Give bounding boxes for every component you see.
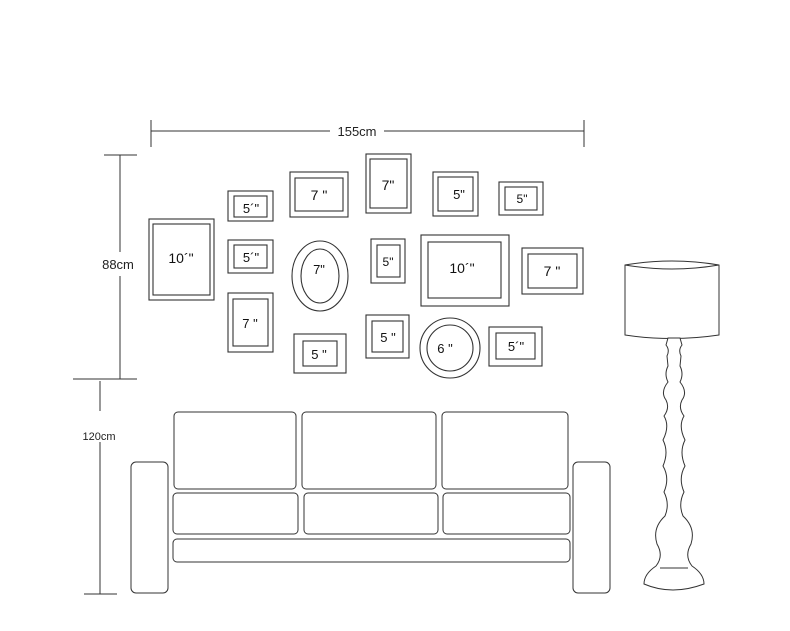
frame-label: 5 " [311,347,327,362]
frame-10in-center: 10´" [420,234,510,307]
frame-label: 7" [313,262,325,277]
frame-10in-left: 10´" [148,218,215,301]
width-dimension: 155cm [150,120,585,147]
sofa-back-cushion [441,411,569,490]
frame-5in-b: 5´" [227,239,274,274]
frame-7in-d: 7 " [521,247,584,295]
sofa-back-cushion [301,411,437,490]
lamp-stand [643,337,705,591]
frame-label: 7" [382,177,395,193]
frame-label: 5" [517,192,528,206]
floor-dimension: 120cm [82,381,117,595]
frame-label: 5" [383,255,394,269]
frame-label: 5´" [243,201,260,216]
frame-label: 10´" [168,250,193,266]
sofa-right-arm [572,461,611,594]
frame-5in-h: 5´" [488,326,543,367]
frame-7in-c: 7" [365,153,412,214]
floor-label: 120cm [82,431,115,443]
frame-7in-b: 7 " [289,171,349,218]
frame-5in-d: 5" [370,238,406,284]
frame-label: 6 " [437,341,453,356]
width-label: 155cm [337,124,376,139]
sofa-base [172,538,571,563]
frame-5in-g: 5" [498,181,544,216]
frame-6in-round: 6 " [419,317,481,379]
frame-label: 5 " [380,330,396,345]
frame-label: 5´" [508,339,525,354]
frame-5in-f: 5" [432,171,479,217]
frame-label: 7 " [544,263,561,279]
sofa-seat-cushion [172,492,299,535]
lamp-shade [624,260,720,339]
frame-5in-a: 5´" [227,190,274,222]
sofa-seat-cushion [442,492,571,535]
sofa-left-arm [130,461,169,594]
frame-label: 10´" [449,260,474,276]
frame-5in-c: 5 " [293,333,347,374]
frame-7in-a: 7 " [227,292,274,353]
picture-frames: 10´" 5´" 5´" 7 " 7 " [148,153,584,379]
frame-label: 7 " [311,187,328,203]
frame-label: 5´" [243,250,260,265]
floor-lamp [624,260,720,591]
frame-label: 7 " [242,316,258,331]
height-dimension: 88cm [73,154,137,380]
frame-label: 5" [453,187,465,202]
sofa [130,411,611,594]
frame-5in-e: 5 " [365,314,410,359]
sofa-seat-cushion [303,492,439,535]
sofa-back-cushion [173,411,297,490]
frame-7in-oval: 7" [291,240,349,312]
height-label: 88cm [102,257,134,272]
